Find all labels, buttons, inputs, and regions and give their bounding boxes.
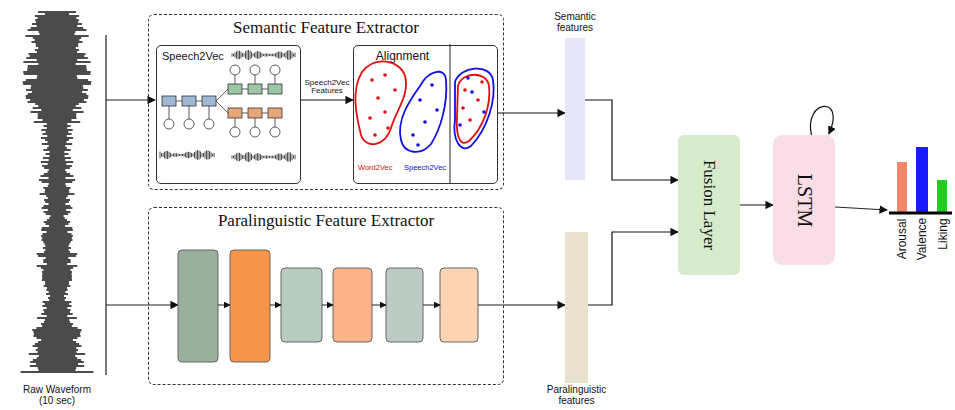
speech2vec-point: [418, 98, 422, 102]
label-text: Semantic Feature Extractor: [149, 15, 503, 38]
output-arrow: [835, 207, 887, 210]
label-text: Valence: [915, 218, 929, 260]
word2vec-point: [480, 80, 484, 84]
speech2vec-point: [423, 120, 427, 124]
label-text: Arousal: [895, 218, 909, 259]
word2vec-point: [368, 116, 372, 120]
word2vec-point: [393, 88, 397, 92]
speech2vec-point: [470, 90, 474, 94]
word2vec-point: [461, 106, 465, 110]
word2vec-point: [383, 73, 387, 77]
label-text: Fusion Layer: [699, 160, 719, 250]
label-text: Speech2Vec Features: [302, 79, 352, 96]
label-text: Speech2Vec: [404, 163, 446, 172]
speech2vec-point: [430, 83, 434, 87]
output-bar-chart: [889, 147, 952, 213]
embedding-points: [368, 73, 486, 147]
input-bus: [105, 35, 106, 375]
waveform-stroke: [21, 12, 94, 372]
word2vec-point: [386, 126, 390, 130]
connector: [585, 100, 678, 180]
label-text: Paralinguistic Feature Extractor: [149, 208, 503, 231]
label-text: Semantic features: [535, 12, 615, 33]
small-waveforms: [160, 50, 295, 162]
alignment-illustration: [355, 44, 493, 183]
label-text: Word2Vec: [358, 163, 392, 172]
word2vec-point: [373, 133, 377, 137]
model-box: Speech2Vec: [156, 45, 301, 184]
label-text: Speech2Vec: [157, 47, 229, 65]
connector: [588, 232, 678, 305]
label-text: Liking: [935, 218, 949, 249]
word2vec-point: [476, 98, 480, 102]
connector: [810, 106, 833, 135]
word2vec-point: [383, 110, 387, 114]
cnn-blocks: [178, 250, 478, 362]
word2vec-point: [468, 118, 472, 122]
small-waveform: [160, 150, 214, 160]
label-text: Alignment: [354, 49, 451, 63]
speech2vec-illustration: [162, 65, 282, 137]
small-waveform: [232, 50, 295, 60]
small-waveform: [232, 152, 295, 162]
connector: [740, 204, 773, 205]
speech2vec-point: [466, 76, 470, 80]
cnn-arrows: [218, 305, 504, 306]
word2vec-point: [463, 88, 467, 92]
alignment-box: AlignmentWord2Vec Speech2Vec: [353, 45, 498, 184]
fusion-box: Fusion Layer: [678, 135, 740, 275]
input-arrow: [106, 304, 178, 305]
connector: [498, 112, 565, 113]
connector: [301, 99, 353, 100]
connector: [504, 304, 565, 305]
speech2vec-point: [411, 133, 415, 137]
extractor-group: Semantic Feature ExtractorSpeech2VecAlig…: [148, 14, 504, 190]
raw-waveform: [21, 12, 94, 372]
label-text: Paralinguistic features: [537, 385, 617, 406]
label-text: LSTM: [793, 173, 816, 226]
word2vec-point: [376, 96, 380, 100]
label-text: Raw Waveform (10 sec): [17, 385, 97, 406]
speech2vec-point: [458, 123, 462, 127]
speech2vec-point: [435, 108, 439, 112]
word2vec-point: [370, 78, 374, 82]
extractor-group: Paralinguistic Feature Extractor: [148, 207, 504, 385]
speech2vec-point: [482, 110, 486, 114]
feature-bar: Paralinguistic features: [565, 232, 588, 383]
feature-bar: Semantic features: [565, 38, 585, 180]
speech2vec-point: [416, 143, 420, 147]
lstm-box: LSTM: [773, 135, 835, 265]
